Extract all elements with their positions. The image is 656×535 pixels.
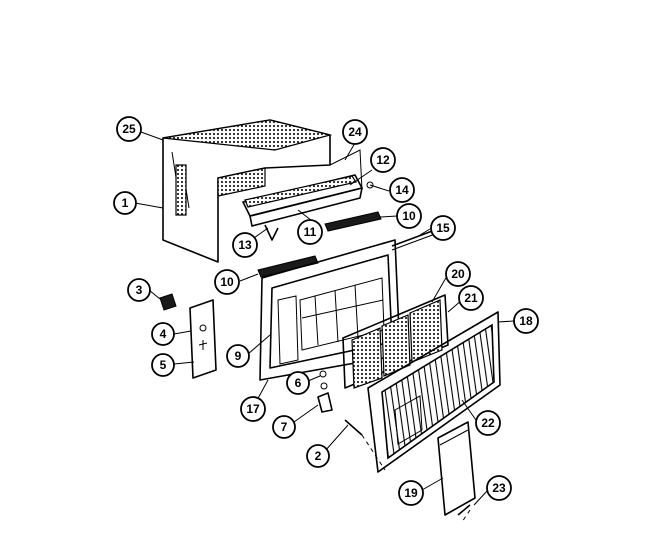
callout-19: 19 (398, 480, 424, 506)
filter-frame (342, 294, 449, 389)
access-door (437, 421, 476, 523)
callout-15: 15 (430, 215, 456, 241)
callout-19-label: 19 (404, 486, 418, 500)
callout-4: 4 (151, 322, 175, 346)
callout-10-upper: 10 (396, 203, 422, 229)
callout-11-label: 11 (304, 225, 317, 239)
callout-6: 6 (286, 371, 310, 395)
callout-14: 14 (389, 177, 415, 203)
callout-25-label: 25 (122, 122, 136, 136)
callout-25: 25 (116, 116, 142, 142)
callout-4-label: 4 (160, 327, 167, 341)
callout-17: 17 (240, 396, 266, 422)
callout-17-label: 17 (246, 402, 260, 416)
callout-13: 13 (232, 232, 258, 258)
callout-24: 24 (342, 119, 368, 145)
callout-9: 9 (226, 344, 250, 368)
callout-21-label: 21 (464, 291, 478, 305)
callout-2-label: 2 (315, 449, 322, 463)
callout-6-label: 6 (295, 376, 302, 390)
callout-7-label: 7 (281, 420, 288, 434)
callout-23-label: 23 (492, 481, 506, 495)
pin (344, 419, 386, 471)
filter-media (351, 299, 443, 389)
callout-12: 12 (370, 147, 396, 173)
callout-5-label: 5 (160, 358, 167, 372)
callout-1-label: 1 (122, 196, 129, 210)
callout-22-label: 22 (481, 416, 495, 430)
hardware-clip (317, 382, 333, 413)
callout-15-label: 15 (436, 221, 450, 235)
callout-14-label: 14 (395, 183, 409, 197)
rear-bracket-assembly (242, 149, 374, 241)
callout-1: 1 (113, 191, 137, 215)
callout-9-label: 9 (235, 349, 242, 363)
front-grille (367, 311, 501, 473)
control-panel (189, 299, 217, 379)
callout-24-label: 24 (348, 125, 362, 139)
callout-12-label: 12 (376, 153, 390, 167)
callout-18: 18 (513, 308, 539, 334)
callout-2: 2 (306, 444, 330, 468)
callout-13-label: 13 (238, 238, 252, 252)
leader-lines (134, 131, 515, 506)
rod (391, 229, 436, 251)
callout-20-label: 20 (451, 267, 465, 281)
callout-10-lower-label: 10 (220, 275, 234, 289)
control-knob (159, 293, 177, 311)
callout-7: 7 (272, 415, 296, 439)
callout-22: 22 (475, 410, 501, 436)
callout-21: 21 (458, 285, 484, 311)
callout-10-lower: 10 (214, 269, 240, 295)
callout-3-label: 3 (136, 283, 143, 297)
callout-5: 5 (151, 353, 175, 377)
callout-20: 20 (445, 261, 471, 287)
callout-10-upper-label: 10 (402, 209, 416, 223)
callout-18-label: 18 (519, 314, 533, 328)
hardware-screw (319, 370, 327, 378)
cabinet-wrapper (162, 119, 333, 263)
callout-3: 3 (127, 278, 151, 302)
vent-strip-lower (257, 255, 319, 278)
callout-23: 23 (486, 475, 512, 501)
callout-11: 11 (297, 219, 323, 245)
vent-strip-upper (324, 211, 382, 232)
